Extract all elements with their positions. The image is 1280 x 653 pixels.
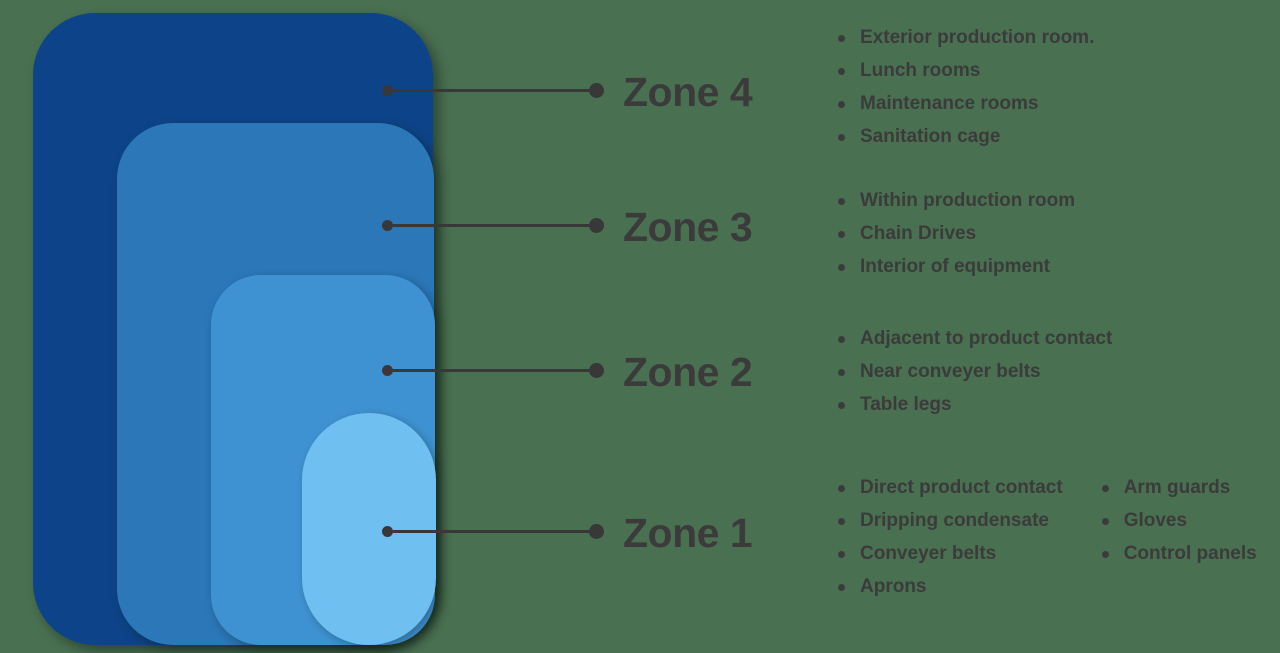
list-item: Chain Drives bbox=[833, 217, 1075, 250]
zone-1-list-column-1: Direct product contact Dripping condensa… bbox=[833, 471, 1063, 603]
list-item: Lunch rooms bbox=[833, 54, 1094, 87]
zone-4-anchor-dot bbox=[382, 84, 393, 96]
zone-2-anchor-dot bbox=[382, 364, 393, 376]
list-item: Sanitation cage bbox=[833, 120, 1094, 153]
zone-1-label: Zone 1 bbox=[623, 510, 753, 556]
list-item: Exterior production room. bbox=[833, 21, 1094, 54]
list-item: Maintenance rooms bbox=[833, 87, 1094, 120]
zone-2-label: Zone 2 bbox=[623, 349, 753, 395]
list-item: Adjacent to product contact bbox=[833, 322, 1112, 355]
zone-1-label-dot bbox=[589, 523, 604, 539]
zone-shape-group bbox=[0, 0, 520, 653]
zone-4-list-column-1: Exterior production room. Lunch rooms Ma… bbox=[833, 21, 1094, 153]
list-item: Aprons bbox=[833, 570, 1063, 603]
zone-3-label: Zone 3 bbox=[623, 204, 753, 250]
list-item: Near conveyer belts bbox=[833, 355, 1112, 388]
zone-3-lists: Within production room Chain Drives Inte… bbox=[833, 184, 1075, 283]
zone-2-lists: Adjacent to product contact Near conveye… bbox=[833, 322, 1112, 421]
zone-3-leader-line bbox=[393, 223, 589, 227]
zone-4-leader-line bbox=[393, 88, 589, 92]
zone-1-lists: Direct product contact Dripping condensa… bbox=[833, 471, 1257, 603]
list-item: Gloves bbox=[1097, 504, 1257, 537]
zone-3-connector bbox=[382, 217, 604, 233]
zone-1-anchor-dot bbox=[382, 525, 393, 537]
list-item: Arm guards bbox=[1097, 471, 1257, 504]
list-item: Within production room bbox=[833, 184, 1075, 217]
zone-1-shape[interactable] bbox=[302, 413, 436, 645]
zone-3-label-dot bbox=[589, 217, 604, 233]
zone-1-leader-line bbox=[393, 529, 589, 533]
zone-1-connector bbox=[382, 523, 604, 539]
zone-2-label-dot bbox=[589, 362, 604, 378]
zone-2-leader-line bbox=[393, 368, 589, 372]
list-item: Direct product contact bbox=[833, 471, 1063, 504]
list-item: Table legs bbox=[833, 388, 1112, 421]
zone-4-lists: Exterior production room. Lunch rooms Ma… bbox=[833, 21, 1094, 153]
list-item: Interior of equipment bbox=[833, 250, 1075, 283]
list-item: Dripping condensate bbox=[833, 504, 1063, 537]
zone-2-list-column-1: Adjacent to product contact Near conveye… bbox=[833, 322, 1112, 421]
zone-2-connector bbox=[382, 362, 604, 378]
zone-3-list-column-1: Within production room Chain Drives Inte… bbox=[833, 184, 1075, 283]
zone-1-list-column-2: Arm guards Gloves Control panels bbox=[1097, 471, 1257, 603]
zone-4-label-dot bbox=[589, 82, 604, 98]
zone-4-label: Zone 4 bbox=[623, 69, 753, 115]
zone-3-anchor-dot bbox=[382, 219, 393, 231]
list-item: Control panels bbox=[1097, 537, 1257, 570]
zone-4-connector bbox=[382, 82, 604, 98]
list-item: Conveyer belts bbox=[833, 537, 1063, 570]
